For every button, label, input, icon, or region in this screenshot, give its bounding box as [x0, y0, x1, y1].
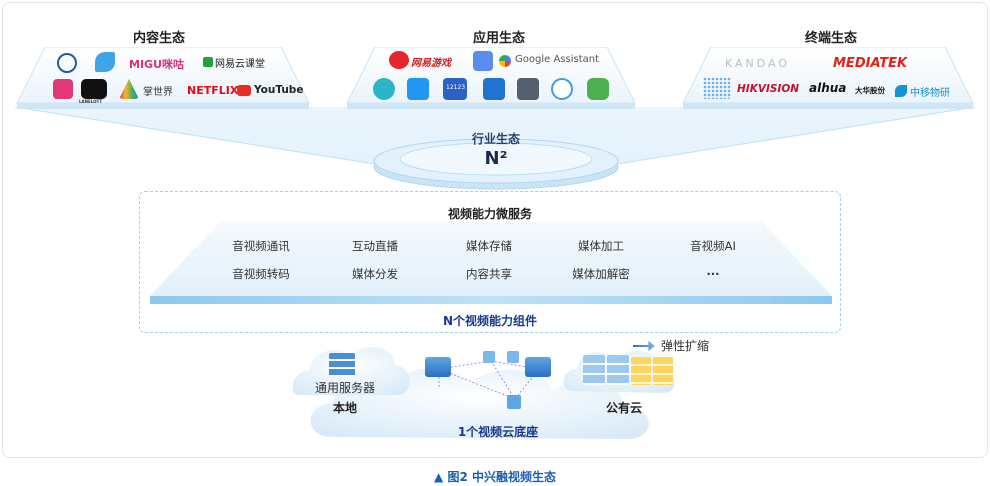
terminal-eco-tray: KANDAO MEDIATEK HIKVISION alhua 大华股份 中移物…	[681, 47, 975, 109]
content-eco-tray: MIGU咪咕 网易云课堂 LANELOTT 掌世界 NETFLIX YouTub…	[15, 47, 311, 109]
netease-game-icon	[389, 51, 409, 69]
content-eco-title: 内容生态	[132, 31, 185, 46]
ecosystem-beam	[14, 106, 976, 166]
content-logo-3-icon	[53, 79, 73, 99]
storage-scale-icon	[631, 357, 651, 385]
microservices-panel: 视频能力微服务 音视频通讯 互动直播 媒体存储 媒体加工 音视频AI 音视频转码…	[139, 191, 841, 333]
migu-logo: MIGU咪咕	[129, 58, 184, 71]
netease-game-logo: 网易游戏	[411, 58, 451, 69]
service-item: 媒体分发	[352, 267, 398, 281]
google-assistant-icon	[499, 55, 511, 67]
microservices-platform	[150, 222, 832, 304]
service-item: 音视频通讯	[232, 239, 290, 253]
caption-marker-icon: ▲	[434, 470, 444, 484]
components-label: N个视频能力组件	[442, 314, 538, 328]
caption-text: 图2 中兴融视频生态	[447, 470, 556, 484]
server-rack-icon	[329, 353, 355, 377]
service-item: 媒体加工	[578, 239, 624, 253]
robot-app-icon	[517, 78, 539, 100]
hikvision-logo: HIKVISION	[737, 83, 800, 95]
application-eco-title: 应用生态	[472, 31, 525, 46]
service-item: 媒体存储	[466, 239, 512, 253]
netflix-logo: NETFLIX	[187, 84, 239, 97]
mediatek-logo: MEDIATEK	[833, 56, 908, 71]
terminal-logo-dots-icon	[703, 77, 731, 99]
dahua-logo: alhua	[809, 81, 847, 95]
elastic-scaling-label: 弹性扩缩	[660, 339, 709, 353]
application-eco-tray: 网易游戏 Google Assistant 12123	[345, 47, 637, 109]
app-icon-1-icon	[373, 78, 395, 100]
youtube-play-icon	[237, 85, 251, 96]
traffic-12123-logo: 12123	[446, 84, 466, 91]
switch-left-icon	[425, 357, 451, 377]
content-logo-edu-icon	[203, 57, 213, 67]
local-label: 本地	[332, 401, 357, 415]
industry-hub-title: 行业生态	[471, 132, 520, 146]
microservices-title: 视频能力微服务	[447, 207, 532, 221]
content-logo-4-icon	[81, 79, 107, 99]
ai-app-icon	[473, 51, 493, 71]
video-cloud-base-label: 1个视频云底座	[457, 425, 539, 439]
dahua-cn-logo: 大华股份	[855, 86, 885, 95]
service-item: 内容共享	[466, 267, 512, 281]
service-item: 媒体加解密	[572, 267, 630, 281]
app-icon-3-icon	[483, 78, 505, 100]
google-assistant-logo: Google Assistant	[515, 54, 599, 65]
industry-hub-disc	[373, 138, 619, 190]
node-top-right-icon	[507, 351, 519, 363]
switch-right-icon	[525, 357, 551, 377]
youtube-logo: YouTube	[254, 84, 304, 96]
lanelott-logo: LANELOTT	[79, 99, 103, 104]
app-icon-4-icon	[551, 78, 573, 100]
service-item: 音视频AI	[690, 239, 736, 253]
cmcc-iot-logo: 中移物研	[910, 88, 950, 99]
node-bottom-icon	[507, 395, 521, 409]
kandao-logo: KANDAO	[725, 57, 791, 70]
local-server-label: 通用服务器	[314, 381, 375, 395]
storage-left-icon	[583, 355, 605, 385]
scale-arrow-icon	[633, 341, 655, 351]
figure-frame: 内容生态 应用生态 终端生态 MIGU咪咕 网易云课堂 LANELOTT 掌世界…	[2, 2, 988, 458]
terminal-eco-title: 终端生态	[804, 31, 857, 46]
netease-classroom-logo: 网易云课堂	[215, 59, 265, 70]
service-item-more: ...	[706, 264, 720, 278]
node-top-left-icon	[483, 351, 495, 363]
service-item: 音视频转码	[232, 267, 290, 281]
content-logo-2-icon	[95, 52, 115, 72]
traffic-12123-icon	[443, 78, 467, 100]
zhangshijie-logo: 掌世界	[143, 87, 173, 98]
public-cloud-label: 公有云	[605, 401, 642, 415]
content-logo-1-icon	[57, 53, 77, 73]
figure-caption: ▲ 图2 中兴融视频生态	[0, 468, 990, 485]
shield-app-icon	[587, 78, 609, 100]
app-icon-2-icon	[407, 78, 429, 100]
storage-scale-2-icon	[653, 357, 673, 385]
storage-mid-icon	[607, 355, 629, 385]
cmcc-iot-icon	[895, 85, 907, 97]
service-item: 互动直播	[352, 239, 398, 253]
industry-hub-symbol: N²	[484, 148, 508, 169]
